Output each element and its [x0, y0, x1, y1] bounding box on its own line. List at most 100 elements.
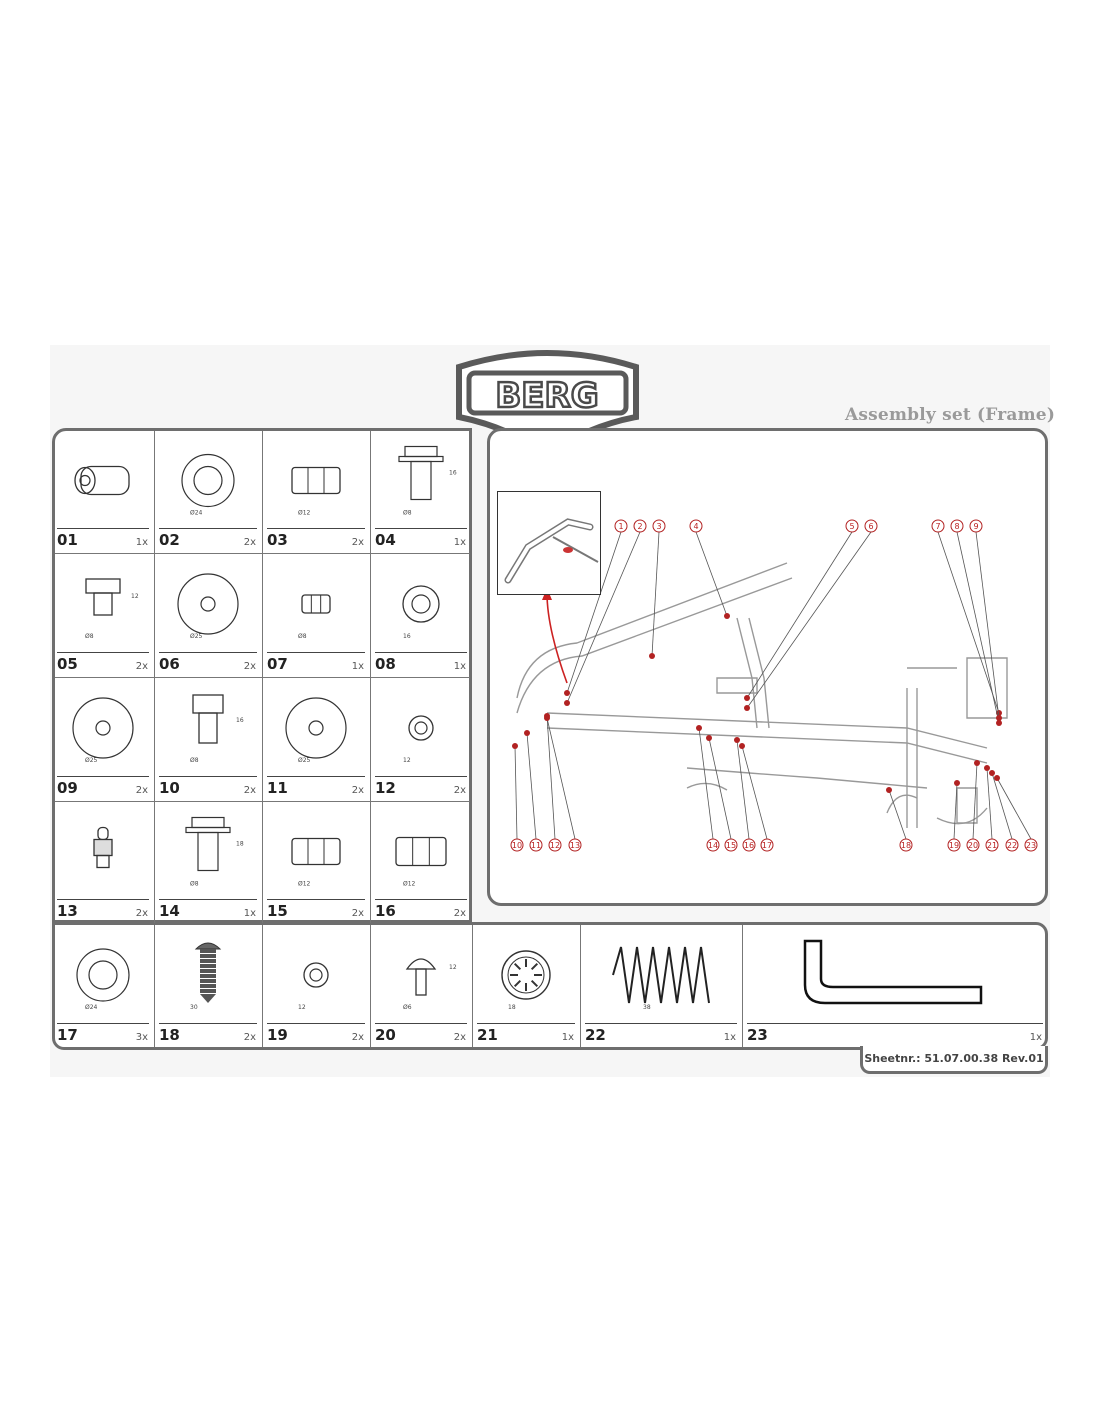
part-number: 13 [57, 902, 78, 920]
dimension-label: 12 [298, 1004, 306, 1011]
part-18-icon [194, 942, 222, 1003]
logo-text: BERG [495, 376, 598, 416]
part-17-icon [76, 948, 130, 1002]
dimension-label: Ø8 [190, 881, 199, 888]
part-02-icon [181, 453, 235, 508]
part-number: 09 [57, 779, 78, 797]
callout-label: 17 [762, 841, 772, 850]
part-09-icon [72, 697, 134, 759]
cell-rule [375, 528, 467, 529]
part-drawing: Ø24 [76, 948, 130, 1011]
part-number: 21 [477, 1026, 498, 1044]
dimension-label: Ø12 [298, 510, 311, 517]
part-quantity: 2x [453, 908, 466, 919]
callout-marker-icon [994, 775, 1000, 781]
part-05-icon [85, 578, 121, 616]
part-drawing: Ø8 [298, 594, 331, 640]
callout-label: 8 [954, 522, 959, 531]
callout-marker-icon [524, 730, 530, 736]
dimension-label: Ø8 [298, 633, 307, 640]
cell-rule [159, 1023, 257, 1024]
callout-label: 13 [570, 841, 580, 850]
part-11-icon [285, 697, 347, 759]
cell-rule [159, 899, 257, 900]
callout-22: 22 [989, 770, 1019, 852]
part-19-icon [303, 962, 329, 988]
part-15-icon [291, 837, 341, 866]
part-01-icon [74, 465, 130, 496]
part-cell-18: 30 18 2x [154, 924, 262, 1048]
part-number: 04 [375, 531, 396, 549]
dimension-label: 12 [131, 593, 139, 600]
callout-marker-icon [744, 705, 750, 711]
callout-14: 14 [696, 725, 720, 852]
callout-20: 20 [966, 760, 980, 852]
part-number: 17 [57, 1026, 78, 1044]
part-number: 18 [159, 1026, 180, 1044]
part-number: 19 [267, 1026, 288, 1044]
part-drawing: Ø24 [181, 453, 235, 517]
dimension-label: Ø8 [85, 633, 94, 640]
part-23-icon [803, 939, 983, 1005]
detail-marker-icon [563, 547, 573, 553]
part-number: 14 [159, 902, 180, 920]
grid-divider [55, 801, 470, 802]
callout-marker-icon [984, 765, 990, 771]
cell-rule [159, 528, 257, 529]
callout-label: 22 [1007, 841, 1017, 850]
callout-label: 2 [637, 522, 642, 531]
cell-rule [159, 652, 257, 653]
part-10-icon [192, 694, 224, 744]
dimension-label: Ø12 [403, 881, 416, 888]
cell-rule [375, 1023, 467, 1024]
callout-marker-icon [996, 715, 1002, 721]
part-drawing: Ø25 [285, 697, 347, 764]
part-drawing [93, 826, 113, 869]
cell-rule [585, 1023, 737, 1024]
callout-7: 7 [931, 519, 1002, 716]
part-number: 20 [375, 1026, 396, 1044]
callout-13: 13 [544, 715, 582, 852]
callout-label: 4 [693, 522, 698, 531]
dimension-label: 18 [236, 841, 244, 848]
part-quantity: 2x [243, 1032, 256, 1043]
part-quantity: 2x [351, 1032, 364, 1043]
dimension-label: 38 [643, 1004, 651, 1011]
part-number: 06 [159, 655, 180, 673]
cell-rule [267, 899, 365, 900]
part-number: 12 [375, 779, 396, 797]
page-title: Assembly set (Frame) [845, 405, 1056, 425]
part-quantity: 2x [243, 785, 256, 796]
callout-12: 12 [544, 713, 562, 852]
grid-divider [580, 925, 581, 1047]
part-number: 01 [57, 531, 78, 549]
callout-1: 1 [564, 519, 628, 696]
dimension-label: 16 [236, 717, 244, 724]
callout-8: 8 [950, 519, 1002, 726]
cell-rule [477, 1023, 575, 1024]
part-number: 23 [747, 1026, 768, 1044]
callout-label: 6 [868, 522, 873, 531]
callout-label: 7 [935, 522, 940, 531]
callout-3: 3 [649, 519, 666, 659]
grid-divider [262, 925, 263, 1047]
callout-2: 2 [564, 519, 647, 706]
callout-marker-icon [744, 695, 750, 701]
part-drawing [803, 939, 983, 1005]
part-drawing [74, 465, 130, 496]
part-drawing: Ø12 [395, 836, 447, 888]
grid-divider [742, 925, 743, 1047]
grid-divider [370, 925, 371, 1047]
cell-rule [57, 652, 149, 653]
callout-label: 5 [849, 522, 854, 531]
dimension-label: 30 [190, 1004, 198, 1011]
callout-label: 9 [973, 522, 978, 531]
callout-label: 1 [618, 522, 623, 531]
